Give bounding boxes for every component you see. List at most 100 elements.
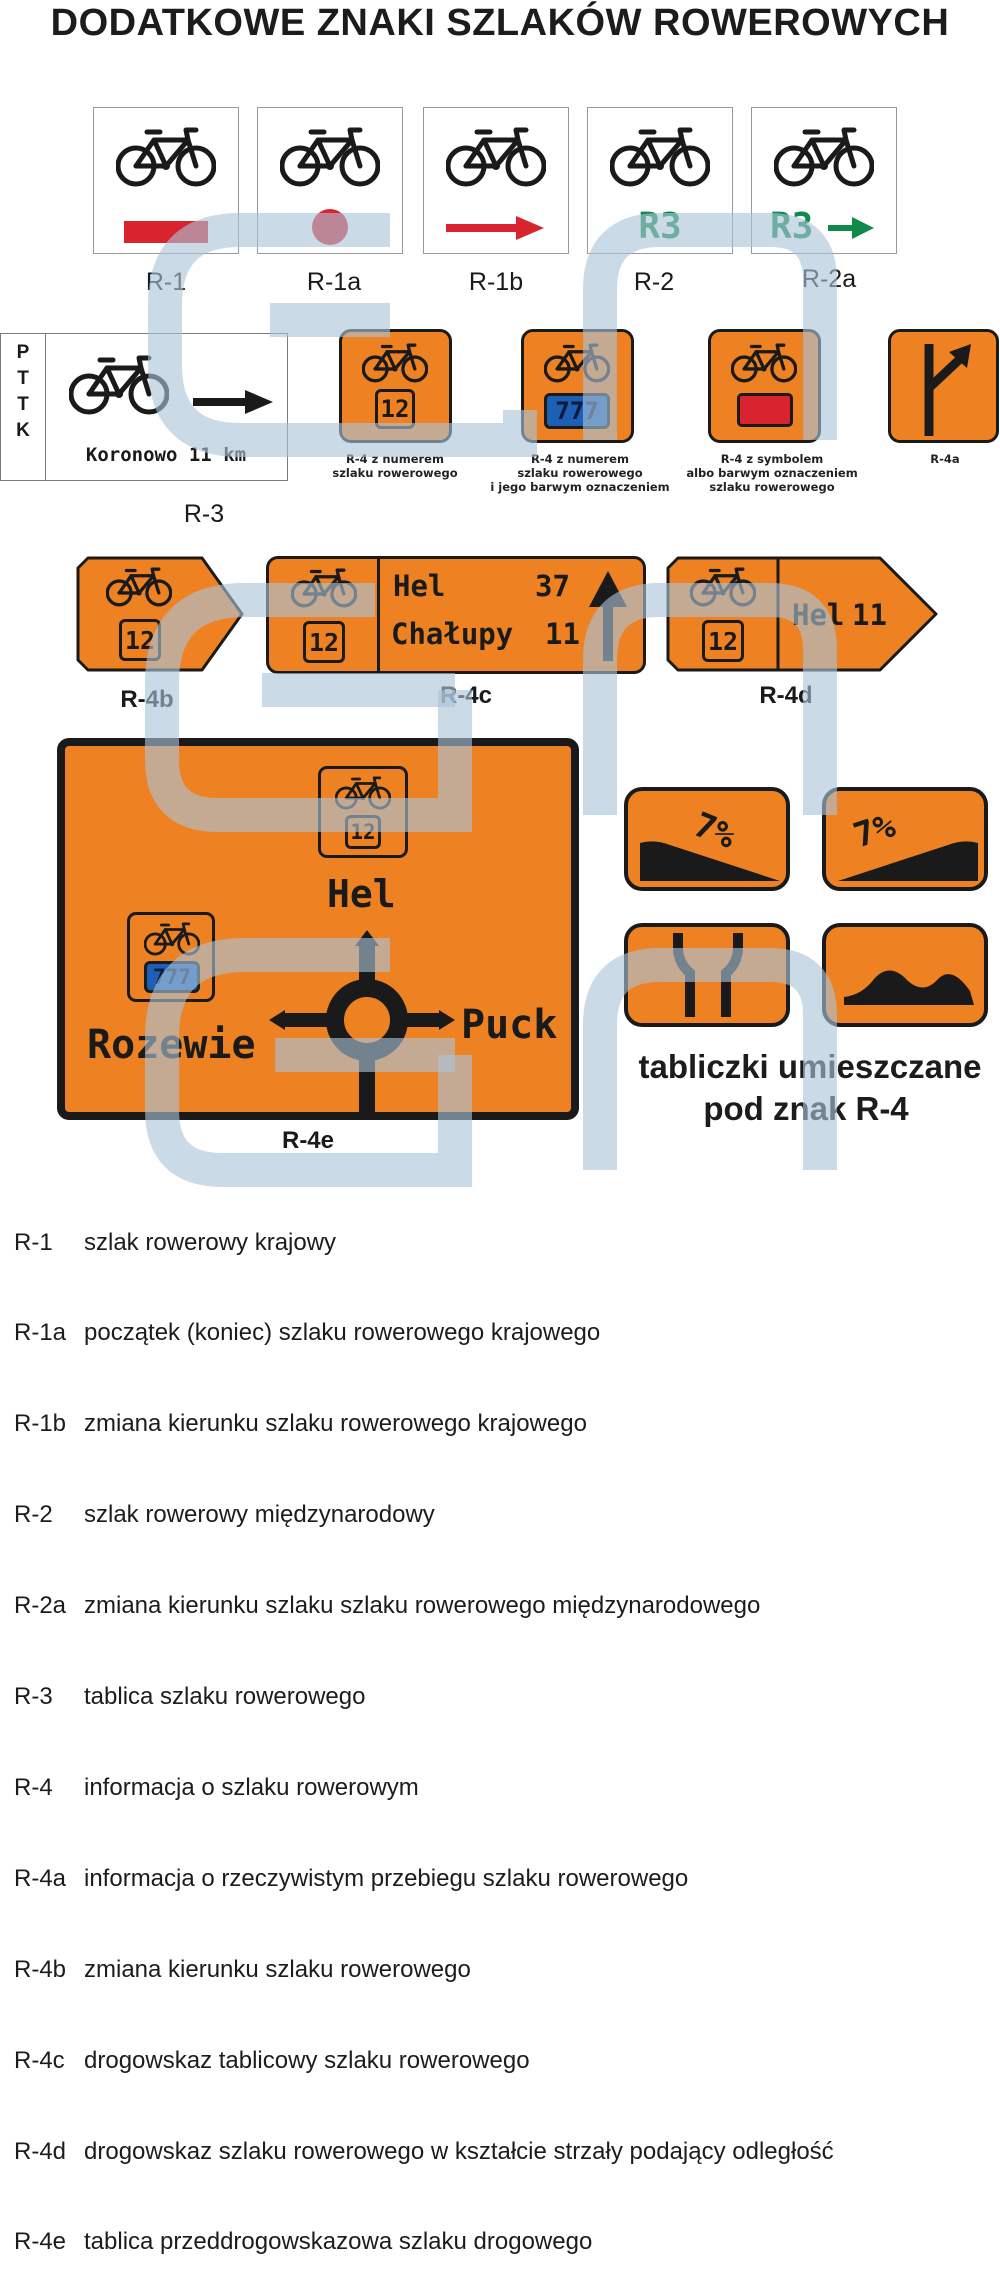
bicycle-icon [116,126,216,188]
page-title: DODATKOWE ZNAKI SZLAKÓW ROWEROWYCH [50,2,950,44]
route-number: 12 [303,621,345,663]
legend-item: R-1 szlak rowerowy krajowy [14,1228,834,1258]
r4c-place: Chałupy [391,617,514,651]
label-r4e: R-4e [281,1127,335,1154]
route-code: R3 [638,206,682,247]
label-r4b: R-4b [120,686,174,713]
legend-item: R-2 szlak rowerowy międzynarodowy [14,1500,834,1530]
route-number: 12 [702,620,744,662]
pttk-letter: T [17,394,29,415]
legend-item: R-1a początek (koniec) szlaku rowerowego … [14,1318,834,1348]
legend-item: R-4c drogowskaz tablicowy szlaku rowerowe… [14,2046,834,2076]
plates-caption: tabliczki umieszczane pod znak R-4 [600,1046,1000,1130]
uneven-road-icon [844,970,974,1005]
caption-line: szlaku rowerowego [332,466,458,480]
bicycle-icon [335,775,391,811]
label-r1: R-1 [145,268,187,296]
bicycle-icon [362,342,428,384]
caption-line: szlaku rowerowego [709,480,835,494]
legend-code: R-3 [14,1683,53,1711]
sign-r4-color: 777 [521,329,634,443]
bicycle-icon [731,342,797,384]
legend-code: R-4c [14,2046,65,2074]
label-r3: R-3 [183,500,225,528]
sign-r1b [423,107,569,254]
r4c-distance: 37 [535,569,570,603]
r4c-place: Hel [393,569,446,603]
pttk-letter: K [16,420,30,441]
plates-caption-line: pod znak R-4 [703,1090,909,1127]
legend-desc: szlak rowerowy międzynarodowy [84,1501,435,1529]
caption-line: albo barwym oznaczeniem [686,466,858,480]
route-number: 12 [375,389,415,429]
legend-code: R-2a [14,1592,67,1620]
r4e-west: Rozewie [87,1022,256,1068]
legend-desc: tablica szlaku rowerowego [84,1683,366,1711]
bicycle-icon [774,126,874,188]
r4c-divider [377,559,380,671]
legend-item: R-3 tablica szlaku rowerowego [14,1682,834,1712]
route-split-arrow-icon [924,344,971,436]
caption-line: R-4 z numerem [346,452,444,466]
red-bar [124,221,208,243]
caption-line: szlaku rowerowego [517,466,643,480]
legend-desc: zmiana kierunku szlaku szlaku rowerowego… [84,1592,761,1620]
legend-code: R-4b [14,1955,67,1983]
green-arrow-icon [828,217,874,239]
legend-code: R-4 [14,1773,53,1801]
pttk-letter: P [16,342,30,363]
roundabout-icon [269,930,455,1112]
sign-r2: R3 [587,107,733,254]
plates-caption-line: tabliczki umieszczane [638,1048,982,1085]
bicycle-icon [144,921,200,957]
legend-desc: informacja o szlaku rowerowym [84,1773,419,1801]
legend-code: R-1b [14,1410,67,1438]
legend-desc: zmiana kierunku szlaku rowerowego [84,1955,471,1983]
sign-r2a: R3 [751,107,897,254]
bicycle-icon [106,566,172,608]
caption-r4a: R-4a [930,452,960,466]
route-number: 777 [144,961,200,993]
label-r4c: R-4c [439,682,493,709]
route-number: 12 [119,619,161,661]
legend-code: R-4a [14,1864,67,1892]
pttk-column: P T T K [1,334,46,480]
r4d-distance: 11 [852,598,887,632]
legend-code: R-1 [14,1228,53,1256]
bicycle-icon [69,354,169,416]
legend-code: R-4d [14,2137,67,2165]
sign-r4e: 12 Hel 777 Rozewie Puck [57,738,579,1120]
r4e-east: Puck [461,1002,558,1048]
legend: R-1 szlak rowerowy krajowy R-1a początek (… [14,1167,834,2288]
legend-desc: drogowskaz tablicowy szlaku rowerowego [84,2046,530,2074]
sign-r4c: 12 Hel 37 Chałupy 11 [266,556,646,674]
bicycle-icon [280,126,380,188]
plate-uphill: 7% [822,787,988,891]
legend-code: R-1a [14,1319,67,1347]
label-r1b: R-1b [468,268,524,296]
r4e-north: Hel [327,872,396,916]
caption-line: i jego barwym oznaczeniem [490,480,670,494]
sign-r1 [93,107,239,254]
r4d-place: Hel [792,598,845,632]
plate-narrowing [624,923,790,1027]
label-r4d: R-4d [759,682,813,709]
label-r1a: R-1a [306,268,362,296]
caption-r4-symbol: R-4 z symbolem albo barwym oznaczeniem s… [672,452,872,494]
route-code: R3 [770,206,814,247]
caption-line: R-4 z numerem [531,452,629,466]
legend-desc: drogowskaz szlaku rowerowego w kształcie… [84,2137,834,2165]
legend-item: R-4 informacja o szlaku rowerowym [14,1773,834,1803]
label-r2: R-2 [633,268,675,296]
route-number: 12 [345,815,381,849]
legend-desc: szlak rowerowy krajowy [84,1228,337,1256]
caption-r4-number: R-4 z numerem szlaku rowerowego [305,452,485,480]
downhill-icon [640,841,780,881]
label-r2a: R-2a [801,265,857,293]
legend-code: R-2 [14,1501,53,1529]
legend-desc: początek (koniec) szlaku rowerowego kraj… [84,1319,601,1347]
bicycle-icon [446,126,546,188]
